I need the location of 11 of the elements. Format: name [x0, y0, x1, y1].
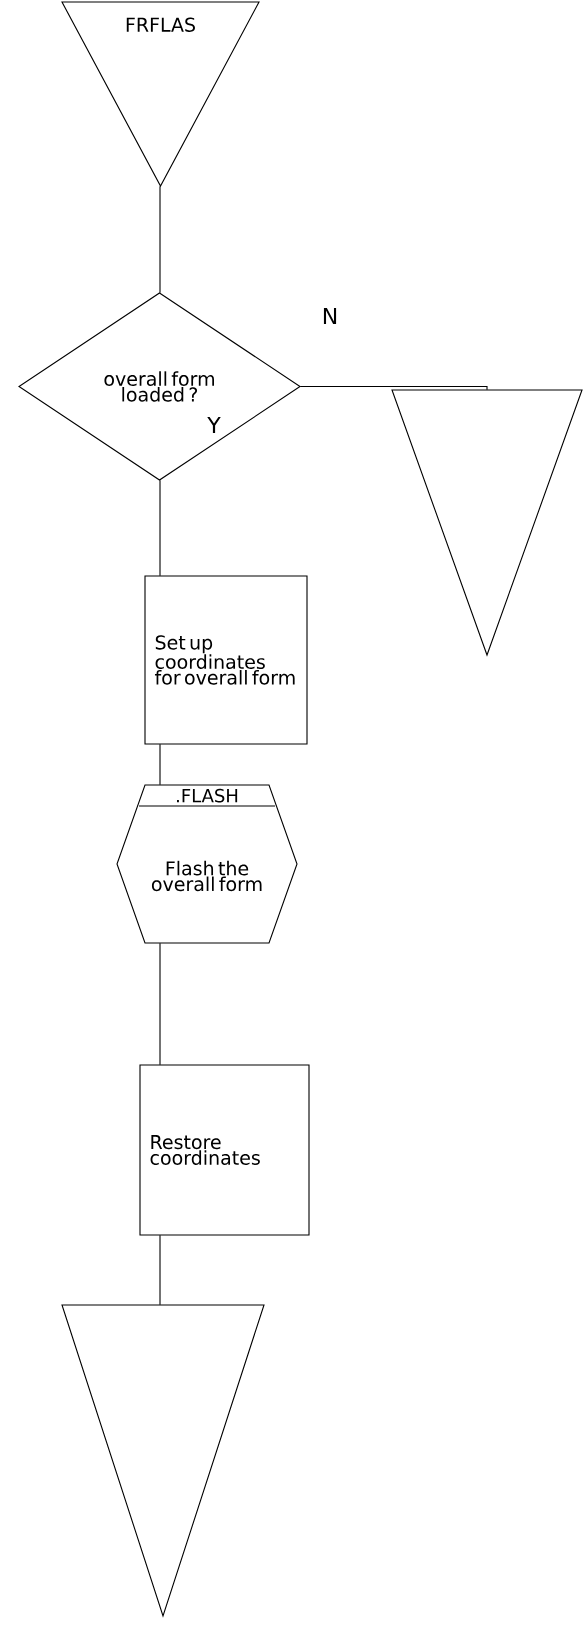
connector-line: [159, 479, 161, 577]
connector-line: [299, 385, 488, 391]
process-box: Restore coordinates: [139, 1064, 310, 1236]
subroutine-hexagon: .FLASH Flash the overall form: [116, 784, 298, 944]
connector-line: [159, 1234, 161, 1306]
connector-line: [159, 942, 161, 1066]
connector-line: [159, 185, 161, 294]
connector-line: [159, 743, 161, 786]
edge-label: Y: [206, 416, 222, 434]
edge-label: N: [320, 307, 340, 325]
process-box: Set up coordinates for overall form: [144, 575, 308, 745]
